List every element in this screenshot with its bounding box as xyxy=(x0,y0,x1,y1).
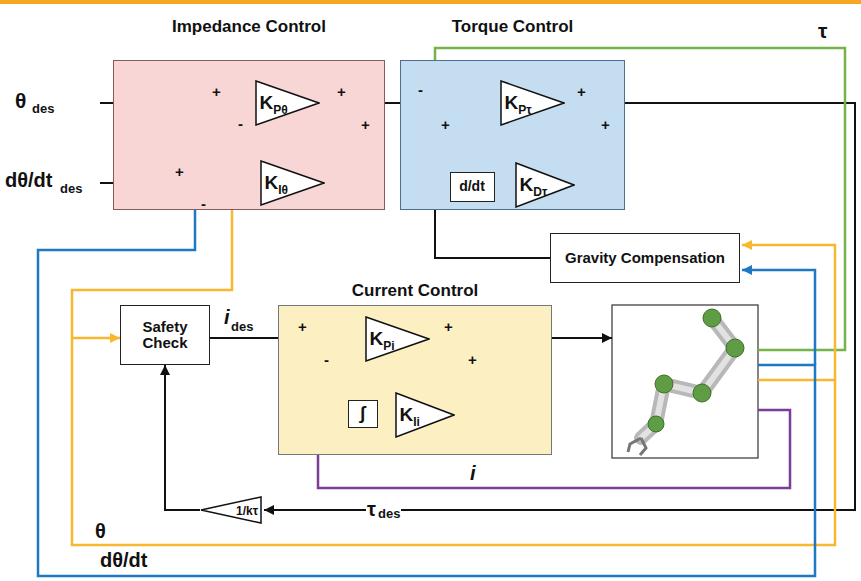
control-group: Torque ControlKPτd/dtKDτ xyxy=(400,60,625,210)
sign-label: - xyxy=(201,196,206,211)
group-heading: Torque Control xyxy=(361,17,664,37)
group-heading: Impedance Control xyxy=(74,17,424,37)
sign-label: + xyxy=(337,84,346,99)
gain-block: KPi xyxy=(365,316,430,362)
sign-label: + xyxy=(361,117,370,132)
sign-label: + xyxy=(175,164,184,179)
summing-junction xyxy=(703,309,721,327)
summing-junction xyxy=(693,384,711,402)
signal-line xyxy=(742,270,815,365)
block-label: ∫ xyxy=(360,404,365,424)
triangle-outline xyxy=(366,317,429,361)
integrator-block: ∫ xyxy=(348,400,378,428)
robot-arm xyxy=(641,318,735,438)
signal-label: τ xyxy=(818,20,827,41)
signal-label: des xyxy=(231,320,253,333)
gain-text: KDτ xyxy=(520,174,548,196)
signal-label: des xyxy=(32,102,54,115)
gain-symbol: K xyxy=(370,328,384,349)
signal-label: i xyxy=(470,463,476,483)
signal-line xyxy=(38,193,815,576)
signal-line xyxy=(628,438,646,455)
gain-text: 1/kτ xyxy=(236,501,258,519)
triangle-outline xyxy=(516,163,574,207)
sign-label: + xyxy=(444,319,453,334)
gain-subscript: Dτ xyxy=(533,185,547,199)
signal-label: des xyxy=(60,182,82,195)
sign-label: + xyxy=(441,117,450,132)
triangle-outline xyxy=(261,161,324,205)
control-group: Impedance ControlKPθKIθ xyxy=(113,60,385,210)
gain-symbol: 1/kτ xyxy=(236,504,258,518)
gain-subscript: Iθ xyxy=(278,183,288,197)
signal-label: dθ/dt xyxy=(100,550,147,570)
signal-line xyxy=(72,337,120,340)
block-label: d/dt xyxy=(459,179,485,194)
process-box: Safety Check xyxy=(120,305,210,365)
control-group: Current ControlKPi∫KIi xyxy=(278,305,552,455)
frame-shape xyxy=(612,305,758,458)
sign-label: + xyxy=(298,319,307,334)
summing-junction xyxy=(726,339,744,357)
gain-subscript: Pτ xyxy=(518,103,531,117)
gain-text: KPτ xyxy=(505,92,532,114)
triangle-outline xyxy=(396,393,454,437)
signal-connector xyxy=(165,365,200,510)
gain-text: KIi xyxy=(400,404,420,426)
gain-block: KPθ xyxy=(255,80,320,126)
gain-symbol: K xyxy=(505,92,519,113)
triangle-outline xyxy=(501,81,564,125)
triangle-outline xyxy=(201,497,261,523)
signal-label: i xyxy=(224,307,230,327)
gain-text: KIθ xyxy=(265,172,289,194)
derivative-block: d/dt xyxy=(450,172,495,202)
robot-arm xyxy=(641,318,735,438)
signal-label: θ xyxy=(15,90,26,111)
gain-symbol: K xyxy=(265,172,279,193)
block-label: Safety Check xyxy=(121,319,209,352)
signal-label: θ xyxy=(95,521,106,541)
signal-label: τ xyxy=(366,499,377,519)
signal-label: des xyxy=(377,507,401,520)
process-box: Gravity Compensation xyxy=(550,233,740,283)
signal-line xyxy=(742,245,835,380)
group-heading: Current Control xyxy=(239,281,591,301)
sign-label: - xyxy=(418,82,423,97)
gain-text: KPθ xyxy=(260,92,288,114)
signal-label: dθ/dt xyxy=(5,170,52,190)
gain-subscript: Ii xyxy=(413,415,420,429)
summing-junction xyxy=(655,375,673,393)
gain-block: KDτ xyxy=(515,162,575,208)
sign-label: - xyxy=(324,352,329,367)
sign-label: + xyxy=(468,352,477,367)
gain-block: 1/kτ xyxy=(200,496,262,524)
gain-block: KIi xyxy=(395,392,455,438)
triangle-outline xyxy=(256,81,319,125)
gain-symbol: K xyxy=(400,404,414,425)
sign-label: + xyxy=(577,84,586,99)
sign-label: + xyxy=(601,117,610,132)
gain-block: KPτ xyxy=(500,80,565,126)
block-label: Gravity Compensation xyxy=(565,250,725,267)
gain-subscript: Pi xyxy=(383,339,394,353)
gain-subscript: Pθ xyxy=(273,103,288,117)
sign-label: - xyxy=(238,116,243,131)
gain-block: KIθ xyxy=(260,160,325,206)
frame-shape xyxy=(0,0,861,4)
summing-junction xyxy=(648,416,664,432)
gain-symbol: K xyxy=(260,92,274,113)
gain-text: KPi xyxy=(370,328,395,350)
gain-symbol: K xyxy=(520,174,534,195)
sign-label: + xyxy=(212,84,221,99)
